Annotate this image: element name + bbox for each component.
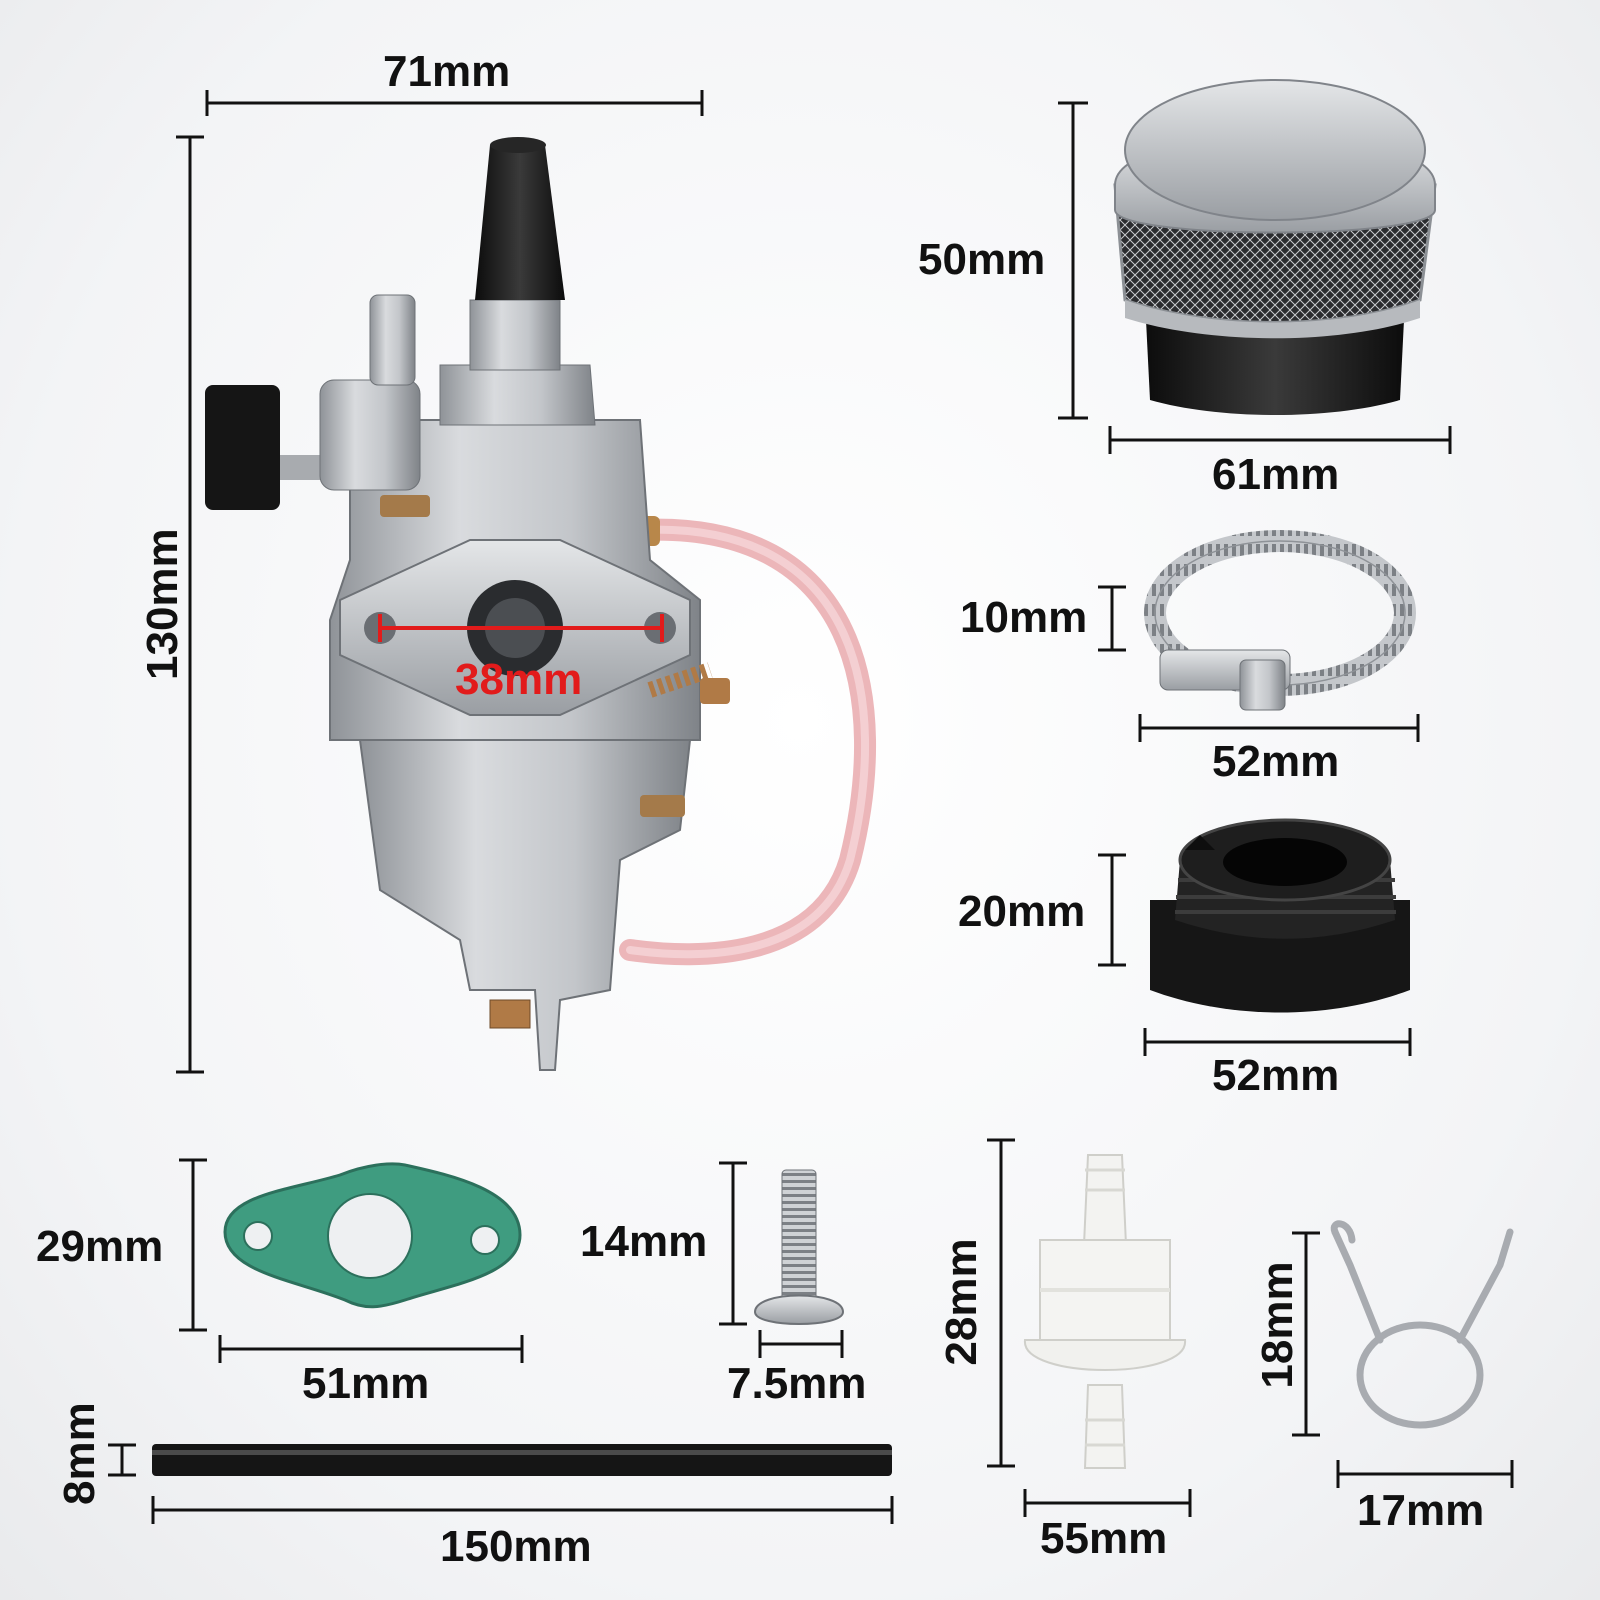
carburetor-height-label: 130mm [138,528,187,680]
screw-width-label: 7.5mm [727,1359,867,1408]
spring-clip-height-dimension [1292,1231,1320,1437]
carburetor-width-label: 71mm [383,47,511,96]
intake-adapter-width-label: 52mm [1212,1051,1340,1100]
screw-icon [753,1169,845,1325]
spring-clip-width-label: 17mm [1357,1486,1485,1535]
fuel-hose-height-label: 8mm [55,1402,104,1505]
gasket-width-dimension [218,1335,524,1363]
fuel-filter-height-dimension [987,1138,1015,1468]
spring-clip-icon [1330,1220,1514,1429]
fuel-filter-width-label: 55mm [1040,1514,1168,1563]
intake-adapter-icon [1150,818,1410,1013]
carburetor-bore-label: 38mm [455,655,583,704]
fuel-hose-width-label: 150mm [440,1522,592,1571]
fuel-hose-icon [152,1444,892,1476]
gasket-width-label: 51mm [302,1359,430,1408]
intake-adapter-width-dimension [1143,1028,1412,1056]
intake-adapter-height-dimension [1098,853,1126,967]
screw-width-dimension [758,1330,844,1358]
intake-adapter-height-label: 20mm [958,887,1086,936]
fuel-filter-icon [1023,1154,1187,1469]
screw-height-label: 14mm [580,1217,708,1266]
carburetor-height-dimension [176,135,204,1074]
air-filter-height-dimension [1058,101,1088,420]
carburetor-width-dimension [205,90,704,116]
air-filter-height-label: 50mm [918,235,1046,284]
fuel-filter-width-dimension [1023,1489,1192,1517]
air-filter-icon [1113,79,1437,415]
fuel-hose-width-dimension [151,1496,894,1524]
gasket-height-label: 29mm [36,1222,164,1271]
hose-clamp-height-dimension [1098,585,1126,652]
hose-clamp-width-dimension [1138,714,1420,742]
air-filter-width-dimension [1108,426,1452,454]
fuel-filter-height-label: 28mm [937,1238,986,1366]
gasket-height-dimension [179,1158,207,1332]
gasket-icon [223,1162,522,1309]
hose-clamp-width-label: 52mm [1212,737,1340,786]
hose-clamp-height-label: 10mm [960,593,1088,642]
screw-height-dimension [719,1161,747,1326]
spring-clip-width-dimension [1336,1460,1514,1488]
air-filter-width-label: 61mm [1212,450,1340,499]
spring-clip-height-label: 18mm [1253,1261,1302,1389]
carburetor-bore-dimension [378,614,664,642]
hose-clamp-icon [1144,530,1416,711]
fuel-hose-height-dimension [108,1443,136,1477]
carburetor-icon [205,137,876,1071]
